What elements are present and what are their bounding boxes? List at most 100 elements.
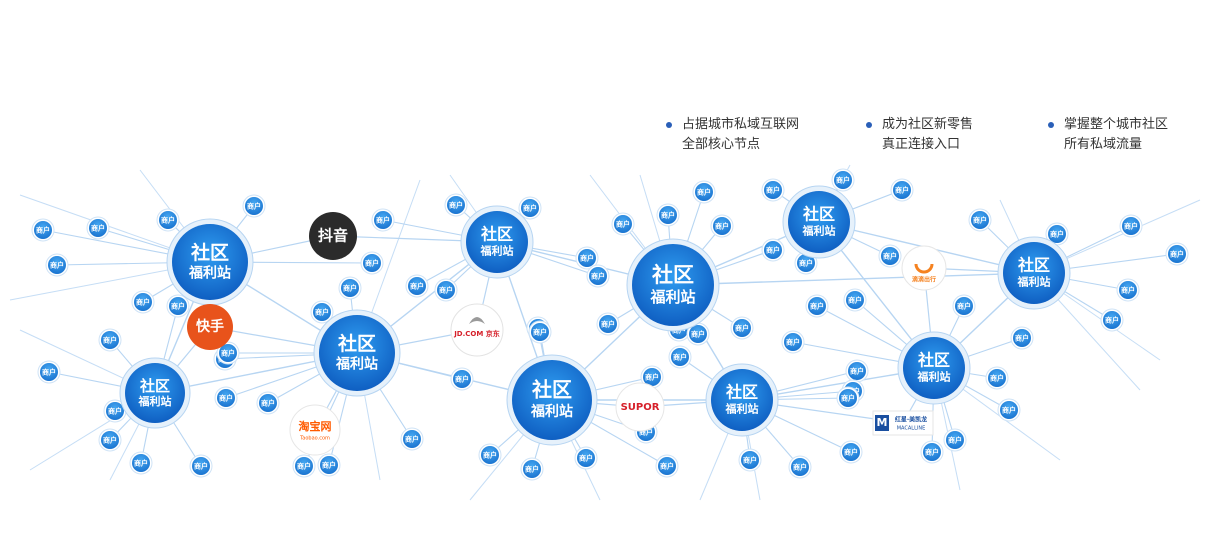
shop-node: 商户 <box>1045 222 1069 246</box>
hub-label-line1: 社区 <box>337 332 376 355</box>
shop-node: 商户 <box>839 440 863 464</box>
shop-node: 商户 <box>692 180 716 204</box>
shop-node: 商户 <box>730 316 754 340</box>
hub-label-line2: 福利站 <box>725 401 759 415</box>
shop-node: 商户 <box>189 454 213 478</box>
jd-logo: JD.COM 京东 <box>450 303 504 357</box>
shop-node: 商户 <box>686 322 710 346</box>
taobao-label: 淘宝网 <box>299 419 332 433</box>
shop-node: 商户 <box>528 320 552 344</box>
shop-label: 商户 <box>221 349 235 358</box>
shop-label: 商户 <box>883 252 897 261</box>
shop-node: 商户 <box>37 360 61 384</box>
shop-label: 商户 <box>365 259 379 268</box>
shop-node: 商户 <box>360 251 384 275</box>
shop-node: 商户 <box>371 208 395 232</box>
shop-label: 商户 <box>660 462 674 471</box>
hub-label-line2: 福利站 <box>802 223 836 237</box>
shop-node: 商户 <box>131 290 155 314</box>
shop-label: 商户 <box>639 428 653 437</box>
shop-node: 商户 <box>1010 326 1034 350</box>
shop-node: 商户 <box>1119 214 1143 238</box>
shop-node: 商户 <box>843 288 867 312</box>
shop-node: 商户 <box>845 359 869 383</box>
shop-label: 商户 <box>449 201 463 210</box>
bullet-dot-icon <box>666 122 672 128</box>
shop-node: 商户 <box>310 300 334 324</box>
shop-label: 商户 <box>990 374 1004 383</box>
shop-label: 商户 <box>36 226 50 235</box>
shop-label: 商户 <box>261 399 275 408</box>
shop-label: 商户 <box>948 436 962 445</box>
hub-label-line1: 社区 <box>139 377 170 395</box>
shop-label: 商户 <box>743 456 757 465</box>
shop-node: 商户 <box>761 178 785 202</box>
legend-line2: 所有私域流量 <box>1064 137 1143 152</box>
shop-node: 商户 <box>317 453 341 477</box>
shop-label: 商户 <box>848 296 862 305</box>
shop-node: 商户 <box>45 253 69 277</box>
shop-label: 商户 <box>91 224 105 233</box>
legend-item: 掌握整个城市社区 所有私域流量 <box>1048 115 1168 155</box>
shop-label: 商户 <box>895 186 909 195</box>
legend-line2: 全部核心节点 <box>682 137 761 152</box>
shop-label: 商户 <box>343 284 357 293</box>
shop-label: 商户 <box>405 435 419 444</box>
legend-item: 占据城市私域互联网 全部核心节点 <box>666 115 799 155</box>
shop-node: 商户 <box>788 455 812 479</box>
hub-label-line2: 福利站 <box>1017 274 1051 288</box>
shop-label: 商户 <box>616 220 630 229</box>
taobao-sub-label: Taobao.com <box>299 436 330 442</box>
shop-label: 商户 <box>715 222 729 231</box>
hub-label-line1: 社区 <box>480 225 513 244</box>
shop-label: 商户 <box>297 462 311 471</box>
shop-node: 商户 <box>611 212 635 236</box>
hub-label-line1: 社区 <box>651 263 694 287</box>
shop-node: 商户 <box>738 448 762 472</box>
shop-label: 商户 <box>850 367 864 376</box>
shop-node: 商户 <box>710 214 734 238</box>
shop-node: 商户 <box>478 443 502 467</box>
shop-label: 商户 <box>103 436 117 445</box>
shop-label: 商户 <box>247 202 261 211</box>
shop-node: 商户 <box>781 330 805 354</box>
shop-node: 商户 <box>103 399 127 423</box>
hub-label-line2: 福利站 <box>649 288 695 306</box>
shop-node: 商户 <box>450 367 474 391</box>
shop-label: 商户 <box>134 459 148 468</box>
shop-label: 商户 <box>793 463 807 472</box>
shop-label: 商户 <box>766 246 780 255</box>
shop-label: 商户 <box>673 353 687 362</box>
shop-node: 商户 <box>129 451 153 475</box>
shop-node: 商户 <box>655 454 679 478</box>
bullet-dot-icon <box>1048 122 1054 128</box>
shop-label: 商户 <box>844 448 858 457</box>
didi-label: 滴滴出行 <box>912 276 936 284</box>
legend-line1: 掌握整个城市社区 <box>1064 117 1169 132</box>
shop-label: 商户 <box>161 216 175 225</box>
shop-node: 商户 <box>836 386 860 410</box>
shop-node: 商户 <box>943 428 967 452</box>
macalline-label: 红星·美凯龙 <box>895 416 927 424</box>
shop-label: 商户 <box>439 286 453 295</box>
hub-label-line1: 社区 <box>802 205 835 224</box>
shop-node: 商户 <box>444 193 468 217</box>
shop-label: 商户 <box>1015 334 1029 343</box>
shop-node: 商户 <box>156 208 180 232</box>
shop-node: 商户 <box>98 328 122 352</box>
shop-node: 商户 <box>434 278 458 302</box>
shop-node: 商户 <box>668 345 692 369</box>
shop-node: 商户 <box>400 427 424 451</box>
shop-node: 商户 <box>166 294 190 318</box>
shop-label: 商户 <box>50 261 64 270</box>
shop-label: 商户 <box>315 308 329 317</box>
shop-label: 商户 <box>103 336 117 345</box>
supor-label: SUPOR <box>621 402 660 413</box>
shop-label: 商户 <box>580 254 594 263</box>
